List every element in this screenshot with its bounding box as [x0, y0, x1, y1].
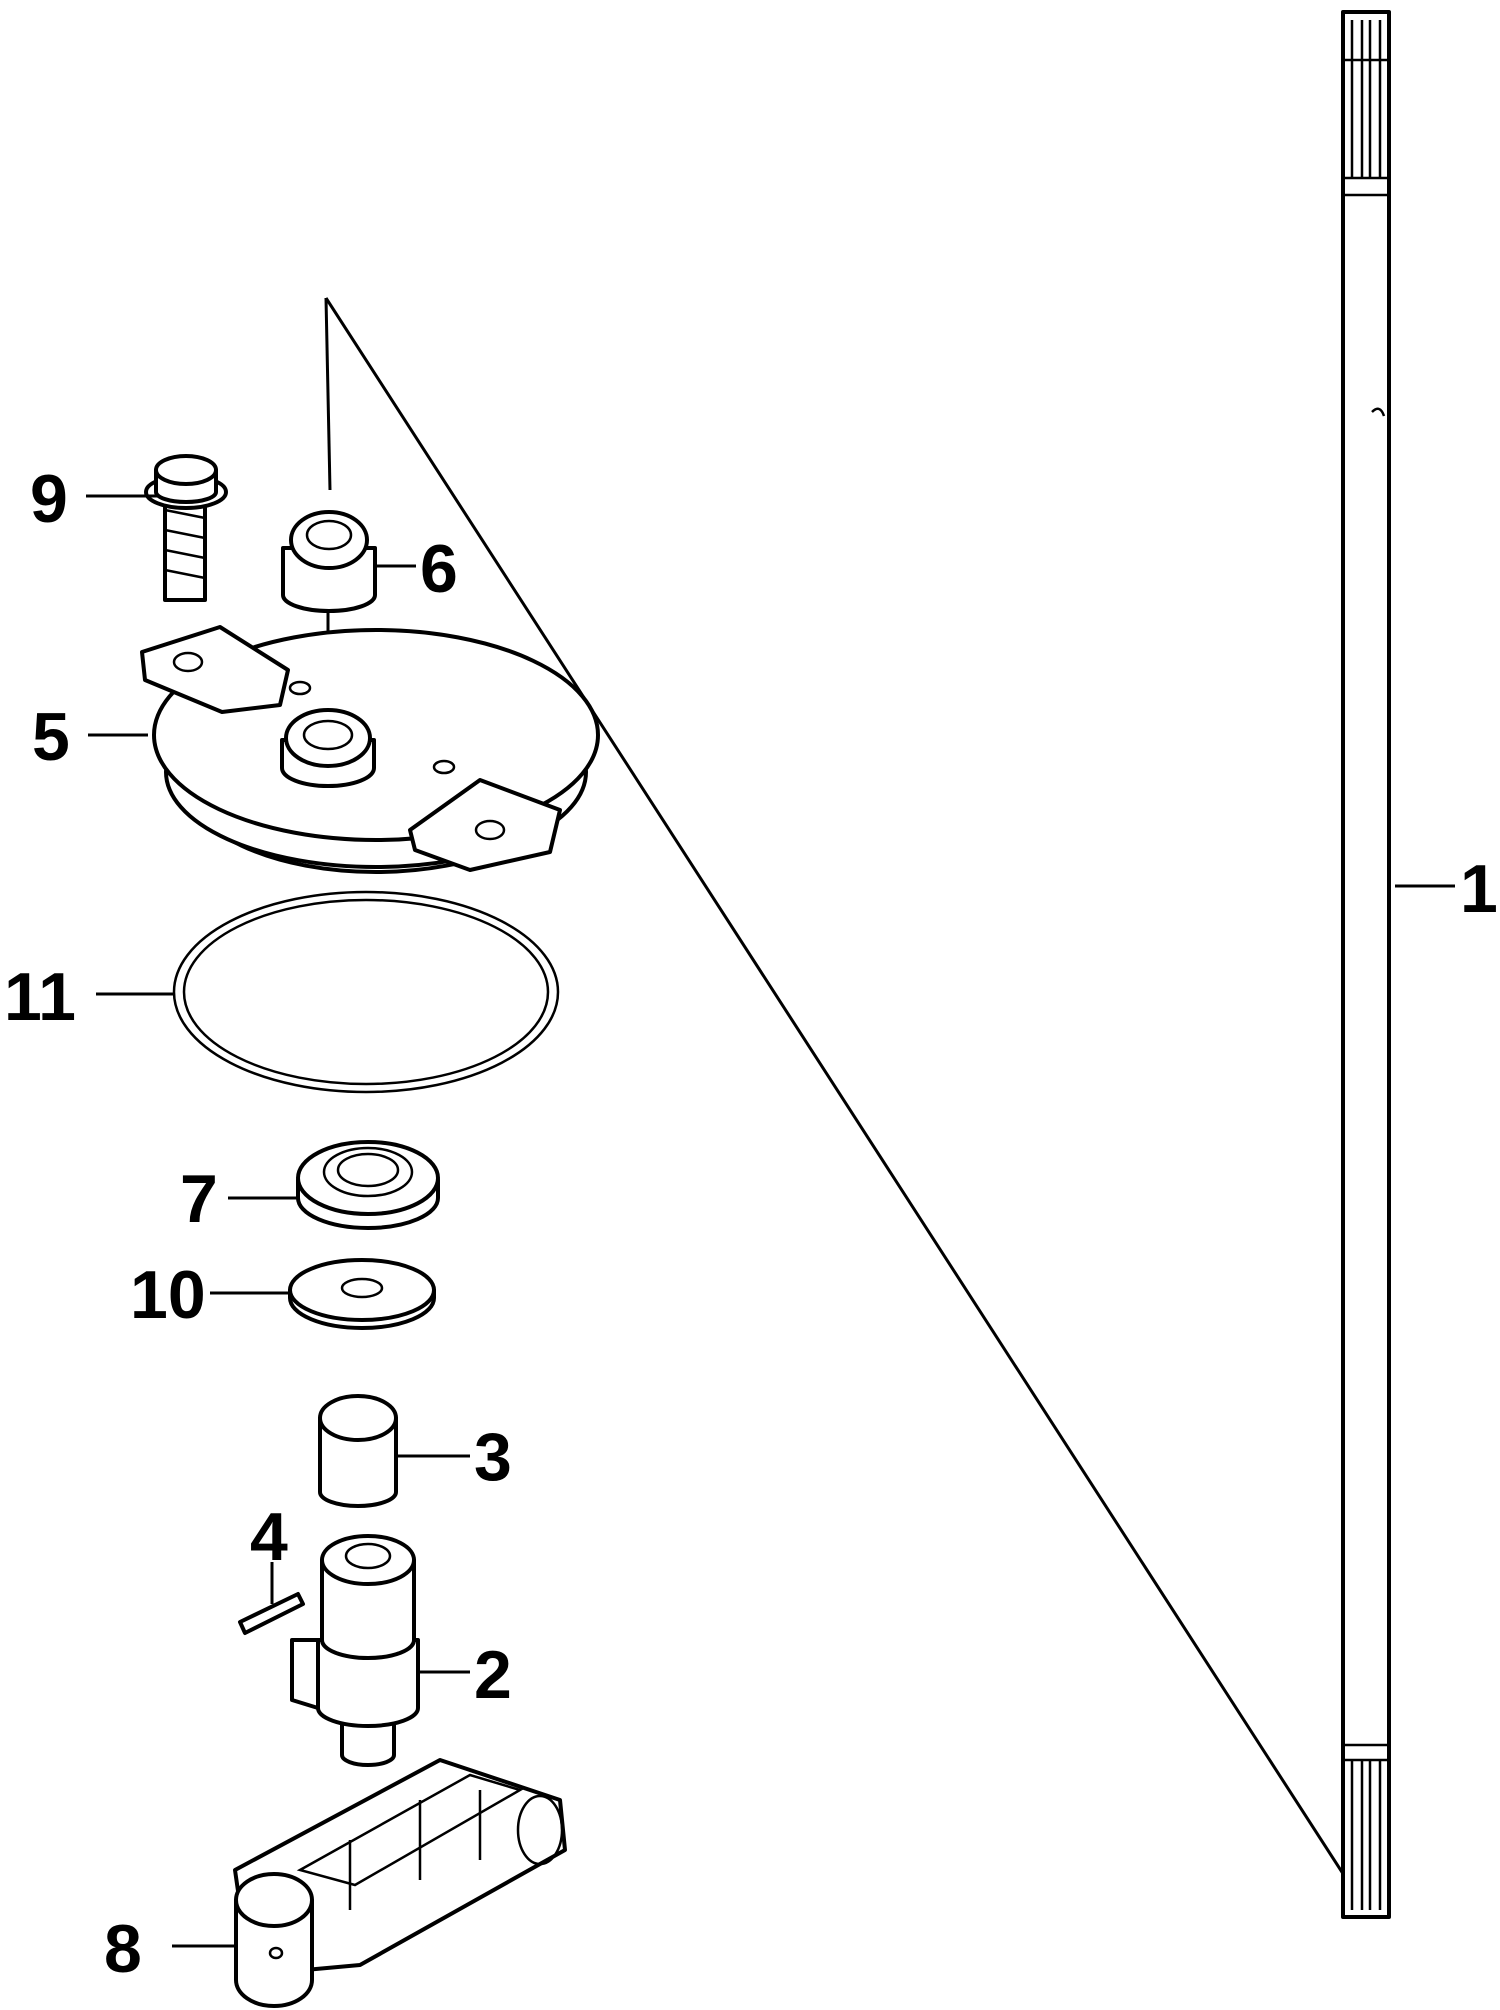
- leader-lines: [86, 494, 1455, 1948]
- part-11-o-ring: [172, 890, 560, 1094]
- callout-1: 1: [1460, 851, 1498, 927]
- part-5-cover-plate: [140, 625, 600, 874]
- callout-labels: 1 2 3 4 5 6 7 8 9 10 11: [4, 461, 1498, 1987]
- callout-2: 2: [474, 1637, 512, 1713]
- callout-4: 4: [250, 1499, 288, 1575]
- callout-11: 11: [4, 959, 76, 1035]
- callout-3: 3: [474, 1419, 512, 1495]
- part-6-bushing: [281, 510, 377, 613]
- callout-9: 9: [30, 461, 68, 537]
- part-8-yoke: [233, 1758, 567, 2008]
- part-4-pin: [238, 1562, 305, 1635]
- part-10-washer: [288, 1258, 436, 1330]
- callout-7: 7: [180, 1161, 218, 1237]
- part-9-bolt: [144, 454, 228, 602]
- part-1-drive-shaft: [1341, 10, 1391, 1919]
- callout-5: 5: [32, 699, 70, 775]
- part-3-sleeve: [318, 1394, 398, 1508]
- callout-6: 6: [420, 531, 458, 607]
- part-2-coupling: [290, 1534, 420, 1767]
- callout-8: 8: [104, 1911, 142, 1987]
- part-7-bearing: [296, 1140, 440, 1230]
- callout-10: 10: [130, 1257, 206, 1333]
